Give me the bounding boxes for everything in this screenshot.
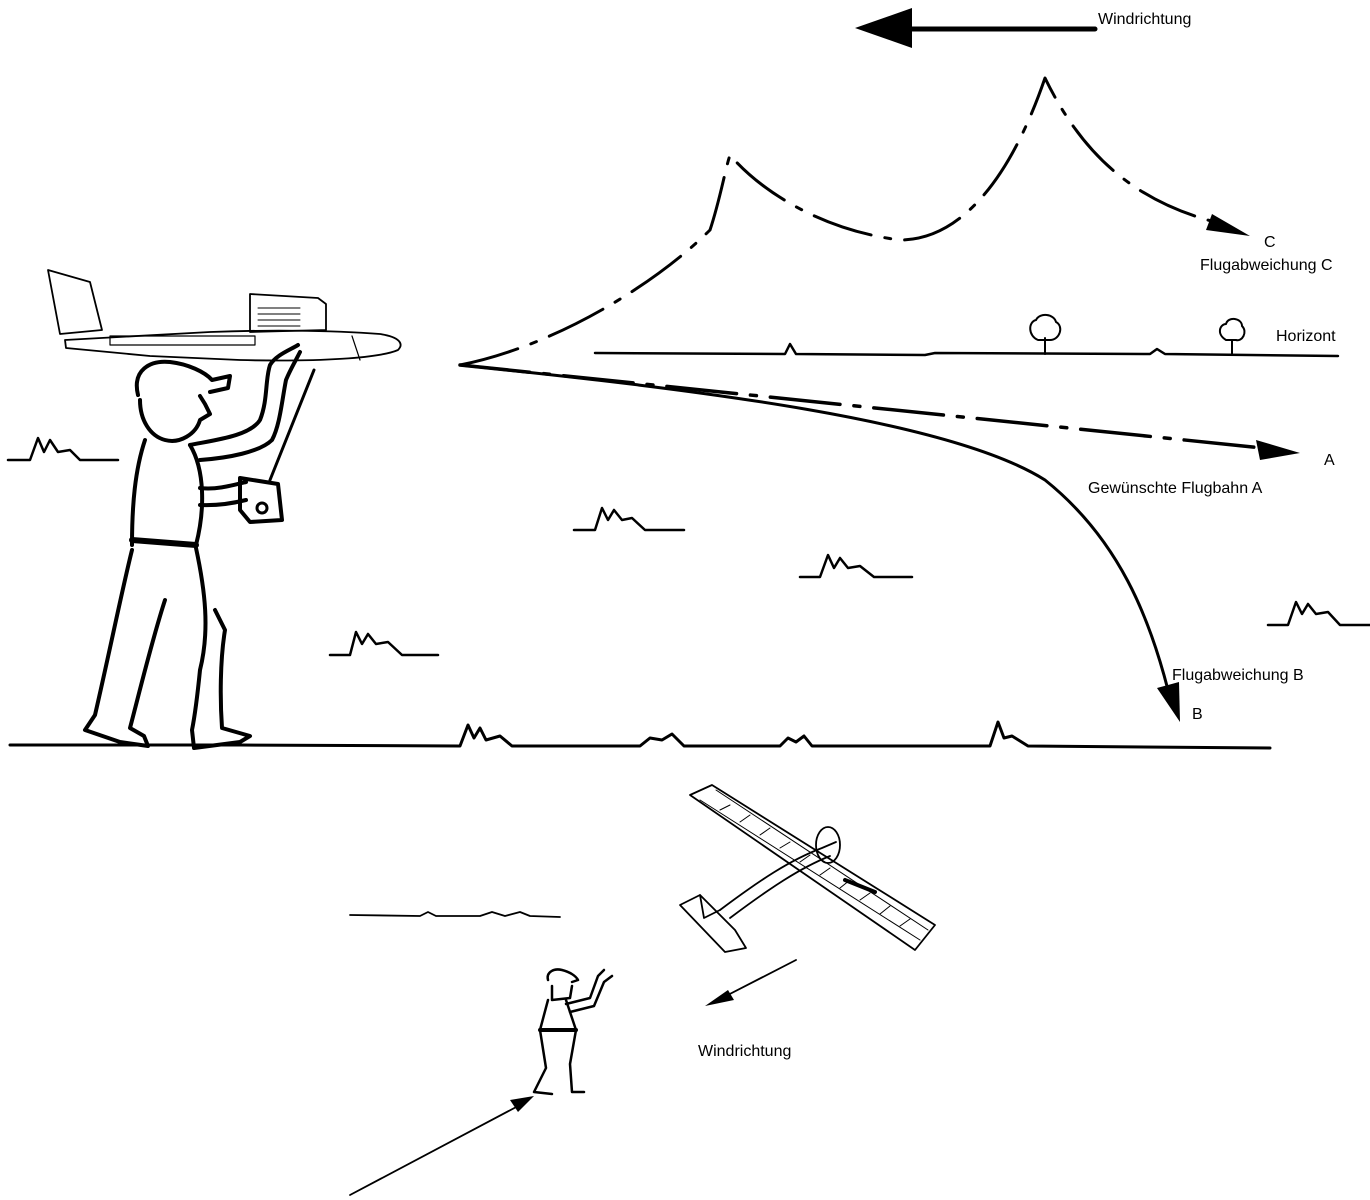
line-of-sight-arrow	[350, 1096, 534, 1195]
grass-tuft	[330, 632, 438, 655]
grass-tuft	[1268, 602, 1370, 625]
path-a-letter: A	[1324, 453, 1335, 469]
flight-path-c	[460, 78, 1250, 365]
ground-line	[10, 722, 1270, 748]
path-c-caption: Flugabweichung C	[1200, 258, 1333, 274]
path-c-letter: C	[1264, 235, 1276, 251]
pilot-figure-small	[534, 969, 612, 1094]
wind-direction-arrow-top	[855, 8, 1095, 48]
tree-icon	[1030, 315, 1060, 354]
path-b-caption: Flugabweichung B	[1172, 668, 1304, 684]
wind-direction-label-bottom: Windrichtung	[698, 1044, 791, 1060]
pilot-figure	[85, 345, 314, 748]
trainer-plane-model	[680, 785, 935, 952]
tree-icon	[1220, 319, 1245, 354]
wind-direction-arrow-bottom	[705, 960, 796, 1006]
glider-model	[48, 270, 401, 361]
flight-path-b	[460, 365, 1180, 722]
path-b-letter: B	[1192, 707, 1203, 723]
wind-direction-label-top: Windrichtung	[1098, 12, 1191, 28]
path-a-caption: Gewünschte Flugbahn A	[1088, 481, 1262, 497]
horizon-label: Horizont	[1276, 329, 1336, 345]
grass-tuft	[800, 555, 912, 577]
grass-tuft	[8, 438, 118, 460]
grass-tuft	[574, 508, 684, 530]
horizon-line	[595, 344, 1338, 356]
distant-ground-line	[350, 912, 560, 917]
